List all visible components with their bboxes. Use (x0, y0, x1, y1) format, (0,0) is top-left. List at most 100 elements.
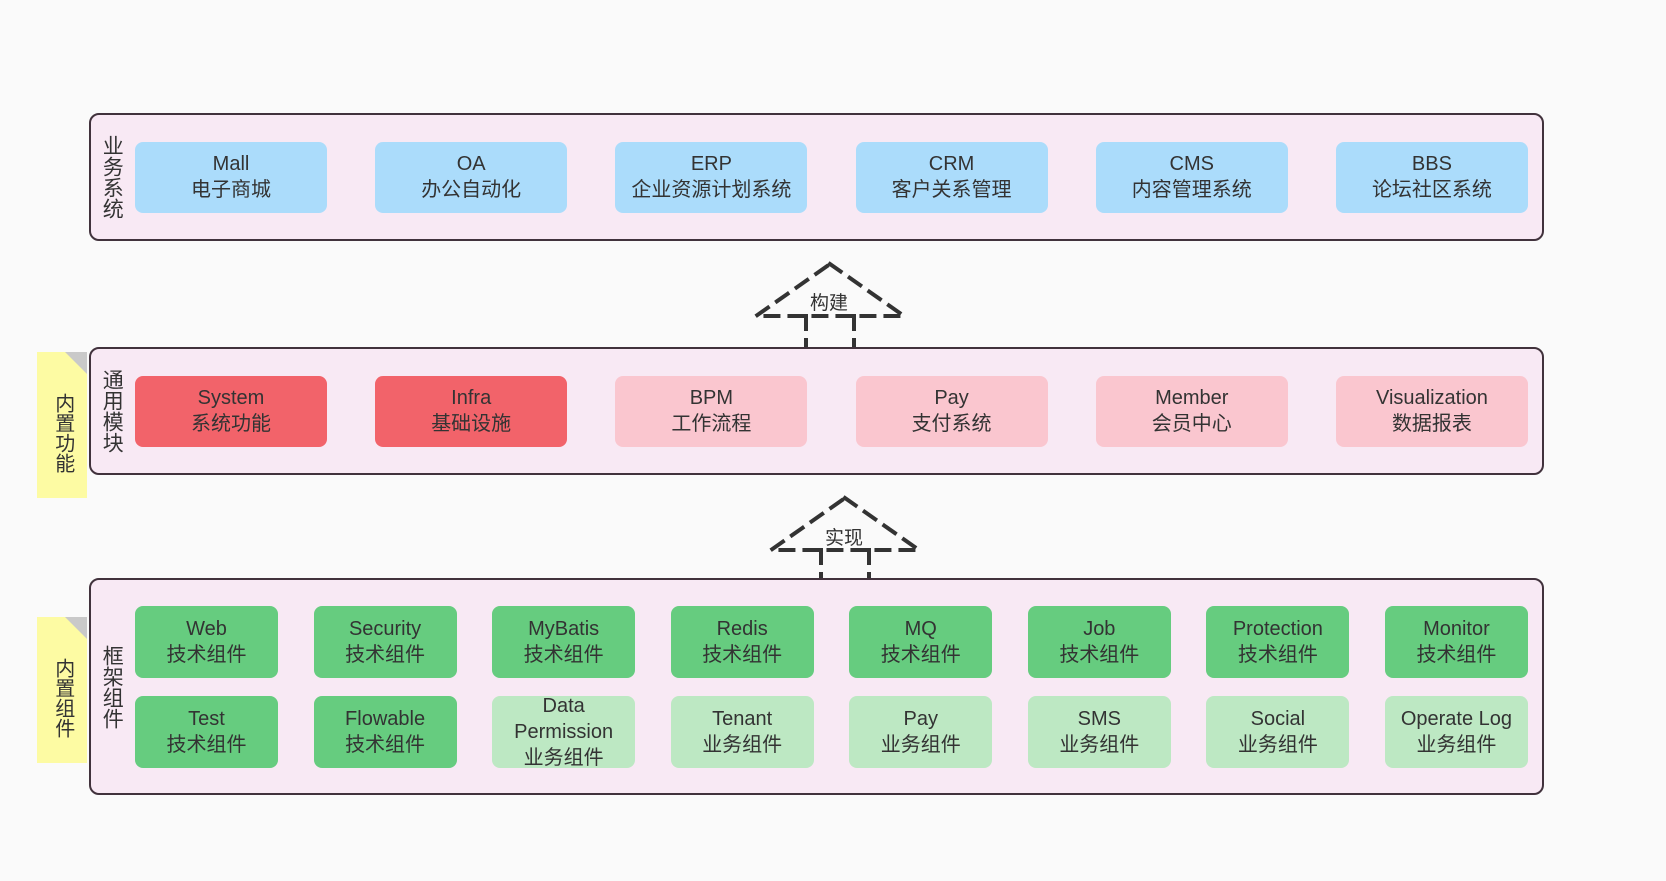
card-erp[interactable]: ERP 企业资源计划系统 (615, 141, 808, 213)
card-tenant-subtitle: 业务组件 (702, 733, 783, 756)
card-flowable-title: Flowable (345, 707, 426, 730)
note-builtin-features-text: 内置功能 (51, 393, 74, 473)
card-social-title: Social (1250, 707, 1306, 730)
card-member[interactable]: Member 会员中心 (1095, 375, 1288, 447)
framework-business-row: Test 技术组件 Flowable 技术组件 Data Permission … (135, 694, 1528, 769)
card-pay-module-title: Pay (934, 387, 969, 409)
card-mq[interactable]: MQ 技术组件 (849, 605, 993, 678)
card-pay-component-title: Pay (903, 707, 938, 730)
card-infra-subtitle: 基础设施 (431, 413, 512, 435)
card-job-subtitle: 技术组件 (1059, 643, 1140, 666)
card-cms-title: CMS (1169, 153, 1214, 175)
note-builtin-features: 内置功能 (37, 352, 87, 498)
layer-business-system-body: Mall 电子商城 OA 办公自动化 ERP 企业资源计划系统 CRM 客户关系… (131, 115, 1542, 239)
card-test[interactable]: Test 技术组件 (135, 695, 278, 768)
card-oa-subtitle: 办公自动化 (421, 179, 522, 201)
card-test-title: Test (188, 707, 225, 730)
card-crm[interactable]: CRM 客户关系管理 (855, 141, 1048, 213)
card-security[interactable]: Security 技术组件 (313, 605, 457, 678)
card-sms-subtitle: 业务组件 (1059, 733, 1140, 756)
card-sms[interactable]: SMS 业务组件 (1027, 695, 1171, 768)
card-flowable-subtitle: 技术组件 (345, 733, 426, 756)
card-mall-subtitle: 电子商城 (191, 179, 271, 201)
card-mybatis-subtitle: 技术组件 (523, 643, 604, 666)
card-mall[interactable]: Mall 电子商城 (135, 141, 327, 213)
card-protection-title: Protection (1232, 617, 1323, 640)
connector-build-label: 构建 (810, 293, 849, 314)
layer-business-system[interactable]: 业务系统 Mall 电子商城 OA 办公自动化 ERP 企业资源计划系统 CRM (89, 113, 1544, 241)
card-system-subtitle: 系统功能 (191, 413, 271, 435)
card-member-title: Member (1155, 387, 1229, 409)
card-monitor-subtitle: 技术组件 (1416, 643, 1497, 666)
framework-tech-row: Web 技术组件 Security 技术组件 MyBatis 技术组件 Redi… (135, 605, 1528, 678)
layer-common-module[interactable]: 通用模块 System 系统功能 Infra 基础设施 BPM 工作流程 Pay (89, 347, 1544, 475)
card-bbs-title: BBS (1411, 153, 1452, 175)
card-data-permission[interactable]: Data Permission 业务组件 (492, 694, 636, 769)
card-protection-subtitle: 技术组件 (1237, 643, 1318, 666)
card-visualization-title: Visualization (1375, 387, 1488, 409)
layer-business-system-label: 业务系统 (100, 135, 124, 219)
card-social-subtitle: 业务组件 (1237, 733, 1318, 756)
layer-framework-component-label: 框架组件 (100, 644, 124, 729)
card-pay-component[interactable]: Pay 业务组件 (849, 695, 993, 768)
card-bbs-subtitle: 论坛社区系统 (1371, 179, 1492, 201)
card-cms[interactable]: CMS 内容管理系统 (1095, 141, 1288, 213)
card-erp-title: ERP (690, 153, 732, 175)
card-bpm-title: BPM (689, 387, 734, 409)
note-fold-corner-icon (65, 617, 87, 639)
note-fold-corner-icon (65, 352, 87, 374)
card-security-title: Security (348, 617, 422, 640)
card-protection[interactable]: Protection 技术组件 (1206, 605, 1350, 678)
card-data-permission-subtitle: 业务组件 (523, 746, 604, 769)
card-crm-title: CRM (928, 153, 975, 175)
card-sms-title: SMS (1077, 707, 1121, 730)
card-job-title: Job (1083, 617, 1116, 640)
layer-common-module-body: System 系统功能 Infra 基础设施 BPM 工作流程 Pay 支付系统… (131, 349, 1542, 473)
card-crm-subtitle: 客户关系管理 (891, 179, 1012, 201)
card-mall-title: Mall (212, 153, 250, 175)
card-tenant[interactable]: Tenant 业务组件 (670, 695, 814, 768)
card-tenant-title: Tenant (712, 707, 773, 730)
card-visualization-subtitle: 数据报表 (1391, 413, 1472, 435)
card-operate-log-title: Operate Log (1400, 707, 1513, 730)
card-job[interactable]: Job 技术组件 (1027, 605, 1171, 678)
card-redis-subtitle: 技术组件 (702, 643, 783, 666)
card-visualization[interactable]: Visualization 数据报表 (1335, 375, 1528, 447)
card-mybatis-title: MyBatis (528, 617, 600, 640)
card-pay-module-subtitle: 支付系统 (911, 413, 992, 435)
card-mybatis[interactable]: MyBatis 技术组件 (492, 605, 636, 678)
card-data-permission-title: Data Permission (514, 694, 614, 743)
connector-implement-label: 实现 (825, 528, 864, 549)
card-infra[interactable]: Infra 基础设施 (375, 375, 568, 447)
layer-framework-component-body: Web 技术组件 Security 技术组件 MyBatis 技术组件 Redi… (131, 580, 1542, 793)
card-pay-component-subtitle: 业务组件 (880, 733, 961, 756)
card-monitor[interactable]: Monitor 技术组件 (1384, 605, 1528, 678)
card-test-subtitle: 技术组件 (166, 733, 247, 756)
card-member-subtitle: 会员中心 (1151, 413, 1232, 435)
card-bpm-subtitle: 工作流程 (671, 413, 752, 435)
card-oa-title: OA (456, 153, 486, 175)
card-social[interactable]: Social 业务组件 (1206, 695, 1350, 768)
card-oa[interactable]: OA 办公自动化 (375, 141, 568, 213)
common-module-row: System 系统功能 Infra 基础设施 BPM 工作流程 Pay 支付系统… (135, 375, 1528, 447)
card-web-subtitle: 技术组件 (166, 643, 247, 666)
card-erp-subtitle: 企业资源计划系统 (631, 179, 792, 201)
card-flowable[interactable]: Flowable 技术组件 (313, 695, 457, 768)
card-monitor-title: Monitor (1423, 617, 1490, 640)
card-mq-title: MQ (904, 617, 937, 640)
card-operate-log-subtitle: 业务组件 (1416, 733, 1497, 756)
card-bpm[interactable]: BPM 工作流程 (615, 375, 808, 447)
card-cms-subtitle: 内容管理系统 (1131, 179, 1252, 201)
card-redis[interactable]: Redis 技术组件 (670, 605, 814, 678)
card-redis-title: Redis (716, 617, 768, 640)
business-system-row: Mall 电子商城 OA 办公自动化 ERP 企业资源计划系统 CRM 客户关系… (135, 141, 1528, 213)
layer-framework-component[interactable]: 框架组件 Web 技术组件 Security 技术组件 MyBatis 技术组件… (89, 578, 1544, 795)
card-pay-module[interactable]: Pay 支付系统 (855, 375, 1048, 447)
card-web[interactable]: Web 技术组件 (135, 605, 278, 678)
card-operate-log[interactable]: Operate Log 业务组件 (1384, 695, 1528, 768)
card-infra-title: Infra (451, 387, 492, 409)
note-builtin-components-text: 内置组件 (51, 658, 74, 738)
card-system[interactable]: System 系统功能 (135, 375, 327, 447)
card-bbs[interactable]: BBS 论坛社区系统 (1335, 141, 1528, 213)
